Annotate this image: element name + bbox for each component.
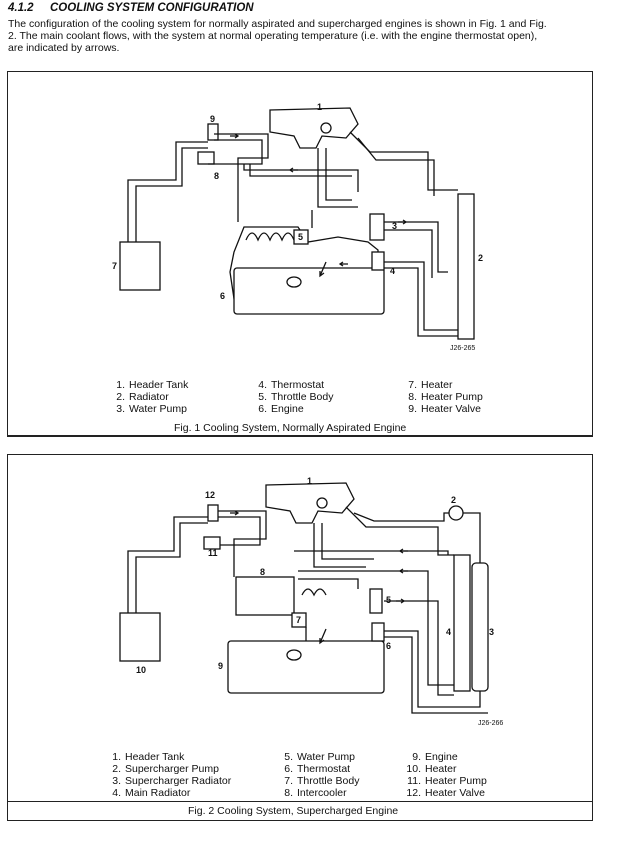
fig1-legend-col-2: 4.Thermostat 5.Throttle Body 6.Engine [250,379,333,415]
fig2-legend-col-3: 9.Engine 10.Heater 11.Heater Pump 12.Hea… [404,751,487,799]
legend-item: 2.Supercharger Pump [112,763,219,775]
legend-item: 3.Water Pump [116,403,187,415]
fig2-thermostat [371,622,385,642]
fig2-throttle-body [291,612,307,628]
legend-item: 5.Throttle Body [258,391,334,403]
legend-item: 12.Heater Valve [406,787,485,799]
intro-line-2: 2. The main coolant flows, with the syst… [8,30,538,42]
legend-item: 9.Heater Valve [408,403,481,415]
intro-line-1: The configuration of the cooling system … [8,18,547,30]
legend-item: 6.Thermostat [284,763,351,775]
fig2-heater [119,612,161,662]
legend-item: 2.Radiator [116,391,169,403]
fig2-heater-pump [203,536,221,550]
fig2-caption-rule [8,801,592,802]
legend-item: 8.Heater Pump [408,391,483,403]
fig2-supercharger-pump [448,505,464,521]
fig1-header-tank [269,107,359,149]
fig2-legend-col-2: 5.Water Pump 6.Thermostat 7.Throttle Bod… [276,751,359,799]
fig1-throttle-body [293,229,309,245]
legend-item: 4.Thermostat [258,379,325,391]
legend-item: 6.Engine [258,403,304,415]
legend-item: 3.Supercharger Radiator [112,775,232,787]
fig1-thermostat [371,251,385,271]
fig2-heater-valve [207,504,219,522]
fig1-legend-col-3: 7.Heater 8.Heater Pump 9.Heater Valve [400,379,483,415]
fig2-main-radiator [453,554,471,692]
legend-item: 9.Engine [412,751,458,763]
legend-item: 11.Heater Pump [407,775,487,787]
fig2-supercharger-radiator [471,562,489,692]
fig1-water-pump [369,213,385,241]
legend-item: 4.Main Radiator [112,787,191,799]
legend-item: 8.Intercooler [284,787,347,799]
figure-1: 1 2 3 4 5 6 7 8 9 J26-265 1.Header Tank … [7,71,593,437]
fig2-engine [227,640,385,694]
legend-item: 1.Header Tank [116,379,189,391]
fig1-legend-col-1: 1.Header Tank 2.Radiator 3.Water Pump [108,379,188,415]
fig2-legend-col-1: 1.Header Tank 2.Supercharger Pump 3.Supe… [104,751,231,799]
intro-line-3: are indicated by arrows. [8,42,120,54]
fig2-header-tank [265,482,355,524]
fig1-heater-valve [207,123,219,141]
section-number: 4.1.2 [8,2,34,14]
legend-item: 7.Heater [408,379,453,391]
legend-item: 10.Heater [406,763,457,775]
fig2-caption: Fig. 2 Cooling System, Supercharged Engi… [188,805,399,817]
figure-2: 1 2 3 4 5 6 7 8 9 10 11 12 J26-266 1.Hea… [7,454,593,821]
legend-item: 5.Water Pump [284,751,355,763]
legend-item: 1.Header Tank [112,751,185,763]
section-heading: 4.1.2 COOLING SYSTEM CONFIGURATION [8,2,254,14]
fig2-diagram [119,482,489,714]
fig1-caption: Fig. 1 Cooling System, Normally Aspirate… [174,422,407,434]
intro-paragraph: The configuration of the cooling system … [8,18,608,54]
fig2-intercooler [235,576,295,616]
fig1-caption-rule [8,435,592,436]
fig1-radiator [457,193,475,340]
legend-item: 7.Throttle Body [284,775,360,787]
section-title: COOLING SYSTEM CONFIGURATION [50,2,254,14]
fig1-diagram [119,107,475,340]
fig1-heater [119,241,161,291]
fig1-heater-pump [197,151,215,165]
fig2-water-pump [369,588,383,614]
